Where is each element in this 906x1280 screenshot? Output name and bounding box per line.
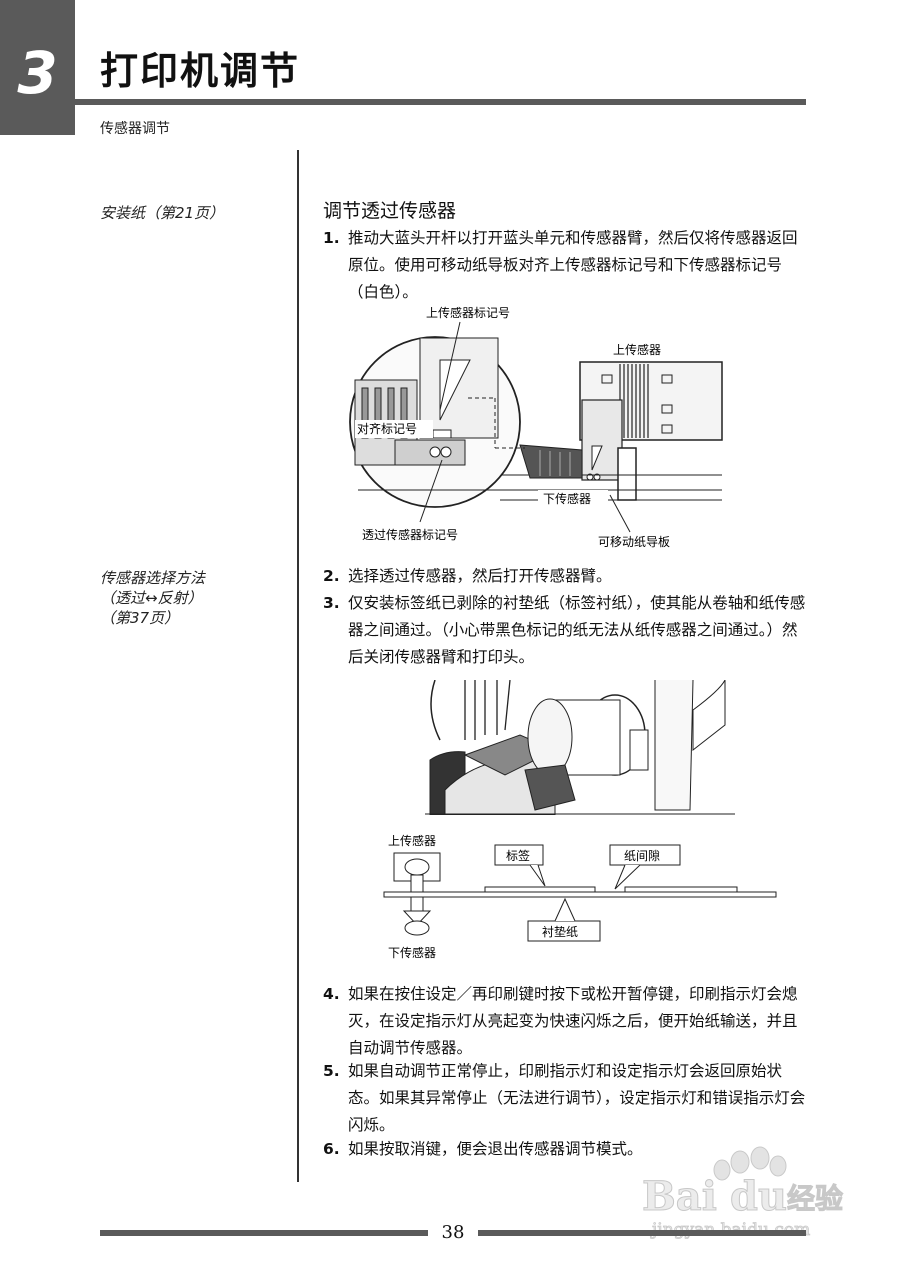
- sidebar-note-sensor-method: 传感器选择方法 （透过↔反射） （第37页）: [100, 568, 205, 628]
- footer-rule-right: [478, 1230, 806, 1236]
- step-number: 1.: [323, 229, 340, 247]
- column-divider: [297, 150, 299, 1182]
- svg-text:经验: 经验: [787, 1182, 843, 1215]
- sidebar-note-line: （第37页）: [100, 609, 180, 627]
- label-upper-sensor: 上传感器: [613, 342, 661, 357]
- step-text: 如果按取消键，便会退出传感器调节模式。: [348, 1140, 643, 1158]
- label-liner-paper: 衬垫纸: [542, 924, 578, 939]
- step-1: 1. 推动大蓝头开杆以打开蓝头单元和传感器臂，然后仅将传感器返回原位。使用可移动…: [323, 225, 808, 306]
- liner-paper: [383, 891, 777, 898]
- sidebar-note-install-paper: 安装纸（第21页）: [100, 204, 225, 222]
- label-upper-sensor: 上传感器: [388, 833, 436, 848]
- step-number: 4.: [323, 985, 340, 1003]
- header-rule: [75, 99, 806, 105]
- printer-illustration: [425, 680, 735, 815]
- label-label: 标签: [506, 848, 530, 863]
- sensor-label-diagram: 上传感器 标签 纸间隙 衬垫纸 下传感器: [383, 833, 777, 960]
- sensor-alignment-figure: 上传感器标记号 上传感器 对齐标记号 下传感器 透过传感器标记号 可移动纸导板: [349, 305, 723, 549]
- chapter-number-block: 3: [0, 0, 75, 135]
- label-lower-sensor: 下传感器: [543, 491, 591, 506]
- svg-text:du: du: [730, 1173, 787, 1220]
- footer-rule-left: [100, 1230, 428, 1236]
- step-6: 6. 如果按取消键，便会退出传感器调节模式。: [323, 1136, 808, 1163]
- step-5: 5. 如果自动调节正常停止，印刷指示灯和设定指示灯会返回原始状态。如果其异常停止…: [323, 1058, 808, 1139]
- chapter-title: 打印机调节: [100, 49, 301, 93]
- page-number: 38: [441, 1222, 465, 1243]
- step-number: 3.: [323, 594, 340, 612]
- step-text: 仅安装标签纸已剥除的衬垫纸（标签衬纸），使其能从卷轴和纸传感器之间通过。（小心带…: [348, 594, 806, 666]
- section-heading: 调节透过传感器: [323, 200, 457, 222]
- step-text: 如果自动调节正常停止，印刷指示灯和设定指示灯会返回原始状态。如果其异常停止（无法…: [348, 1062, 806, 1134]
- step-number: 2.: [323, 567, 340, 585]
- label-align-mark: 对齐标记号: [357, 421, 417, 436]
- step-3: 3. 仅安装标签纸已剥除的衬垫纸（标签衬纸），使其能从卷轴和纸传感器之间通过。（…: [323, 590, 808, 671]
- sidebar-note-line: 传感器选择方法: [100, 569, 206, 587]
- svg-text:Bai: Bai: [642, 1173, 717, 1220]
- lower-sensor-ellipse: [404, 920, 430, 936]
- label-paper-guide: 可移动纸导板: [598, 535, 670, 549]
- step-text: 如果在按住设定／再印刷键时按下或松开暂停键，印刷指示灯会熄灭，在设定指示灯从亮起…: [348, 985, 798, 1057]
- label-strip: [624, 886, 738, 893]
- step-text: 选择透过传感器，然后打开传感器臂。: [348, 567, 612, 585]
- chapter-number: 3: [17, 39, 58, 107]
- label-transmissive-mark: 透过传感器标记号: [362, 527, 458, 542]
- sidebar-note-line: （透过↔反射）: [100, 589, 203, 607]
- label-upper-mark: 上传感器标记号: [426, 305, 510, 320]
- step-number: 5.: [323, 1062, 340, 1080]
- step-number: 6.: [323, 1140, 340, 1158]
- step-text: 推动大蓝头开杆以打开蓝头单元和传感器臂，然后仅将传感器返回原位。使用可移动纸导板…: [348, 229, 798, 301]
- section-label: 传感器调节: [100, 121, 170, 137]
- label-lower-sensor: 下传感器: [388, 945, 436, 960]
- baidu-watermark-logo: Bai du 经验 jingyan.baidu.com: [642, 1146, 844, 1240]
- step-2: 2. 选择透过传感器，然后打开传感器臂。: [323, 563, 808, 590]
- label-strip: [484, 886, 596, 893]
- label-paper-gap: 纸间隙: [624, 849, 660, 863]
- step-4: 4. 如果在按住设定／再印刷键时按下或松开暂停键，印刷指示灯会熄灭，在设定指示灯…: [323, 981, 808, 1062]
- movable-paper-guide: [617, 447, 637, 501]
